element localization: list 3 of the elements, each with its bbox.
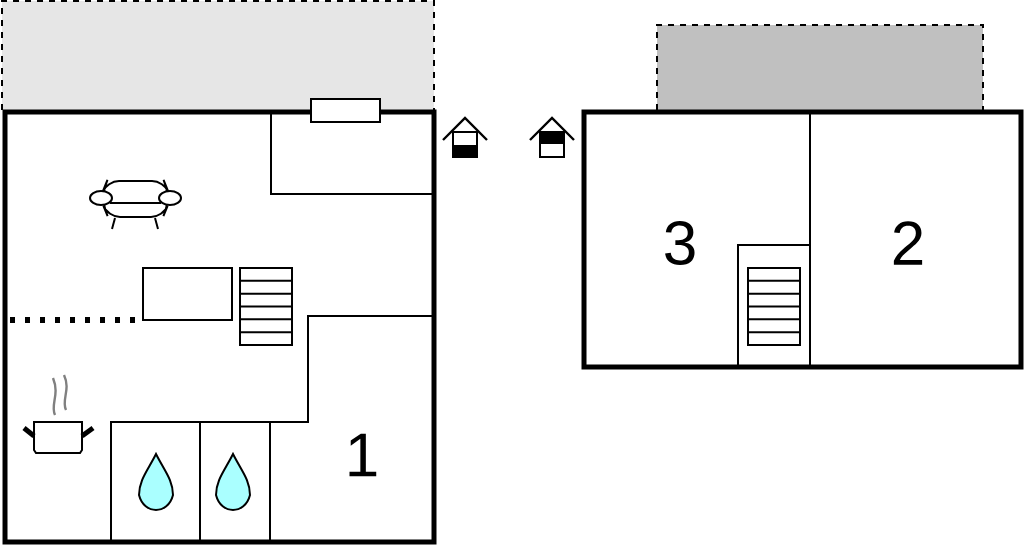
room-number: 2 [893,221,923,265]
room-number: 1 [349,433,377,477]
room-number: 3 [665,221,695,265]
